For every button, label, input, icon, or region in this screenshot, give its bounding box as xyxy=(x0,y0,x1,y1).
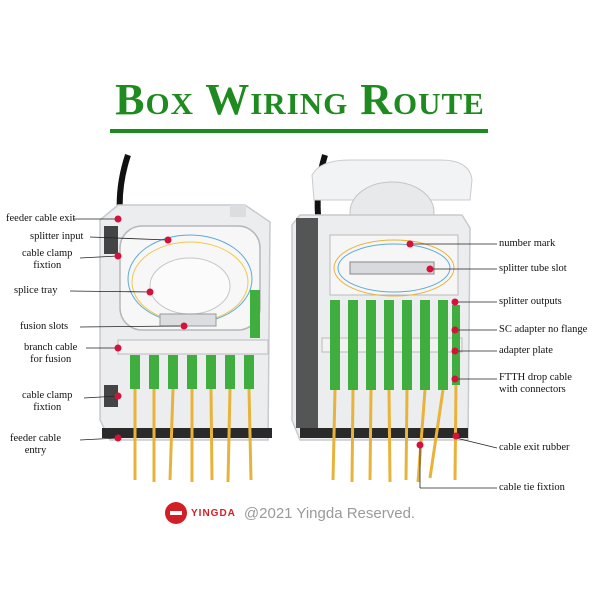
adapters-left xyxy=(130,290,260,389)
label-splitter-outputs: splitter outputs xyxy=(499,296,562,307)
label-splitter-input: splitter input xyxy=(30,231,84,242)
label-feeder-cable-entry: feeder cable entry xyxy=(10,433,61,456)
label-cable-clamp-fixtion-bottom: cable clamp fixtion xyxy=(22,390,73,413)
label-cable-clamp-fixtion-top: cable clamp fixtion xyxy=(22,248,73,271)
label-branch-cable-for-fusion: branch cable for fusion xyxy=(24,342,78,365)
drop-cables-left xyxy=(133,388,253,483)
label-adapter-plate: adapter plate xyxy=(499,345,553,356)
cable-clamp-bottom xyxy=(104,385,118,407)
label-cable-exit-rubber: cable exit rubber xyxy=(499,442,570,453)
label-fusion-slots: fusion slots xyxy=(20,321,69,332)
splitter-tube xyxy=(349,261,435,275)
label-splitter-tube-slot: splitter tube slot xyxy=(499,263,567,274)
copyright-text: @2021 Yingda Reserved. xyxy=(243,504,416,522)
footer: YINGDA @2021 Yingda Reserved. xyxy=(165,502,415,524)
label-sc-adapter-no-flange: SC adapter no flange xyxy=(499,324,588,335)
right-markers xyxy=(406,240,460,449)
splitter-fibers-2 xyxy=(337,243,451,293)
drop-cables-right xyxy=(331,384,458,483)
right-box xyxy=(291,154,498,489)
cable-exit-strip-right xyxy=(300,428,468,438)
label-feeder-cable-exit: feeder cable exit xyxy=(6,213,76,224)
adapter-plate-left xyxy=(117,339,269,355)
adapters-right xyxy=(330,300,460,390)
fusion-slot-block xyxy=(159,313,217,327)
label-number-mark: number mark xyxy=(499,238,556,249)
cable-clamp-top xyxy=(104,226,118,254)
right-leaders xyxy=(410,243,498,489)
page-title: Box Wiring Route xyxy=(115,75,485,124)
splice-tray-spool xyxy=(149,257,231,315)
left-markers xyxy=(114,215,188,442)
splitter-fibers xyxy=(333,239,455,297)
title-underline xyxy=(110,129,488,133)
logo-text: YINGDA xyxy=(191,507,236,519)
box-tab xyxy=(230,205,246,217)
label-splice-tray: splice tray xyxy=(14,285,58,296)
left-leaders xyxy=(69,218,181,441)
side-clamp-right xyxy=(296,218,318,428)
cable-exit-strip-left xyxy=(102,428,272,438)
left-box xyxy=(69,154,272,483)
label-ftth-drop-cable: FTTH drop cable with connectors xyxy=(499,372,572,395)
yingda-logo-icon xyxy=(165,502,187,524)
label-cable-tie-fixtion: cable tie fixtion xyxy=(499,482,565,493)
open-lid xyxy=(311,159,473,201)
